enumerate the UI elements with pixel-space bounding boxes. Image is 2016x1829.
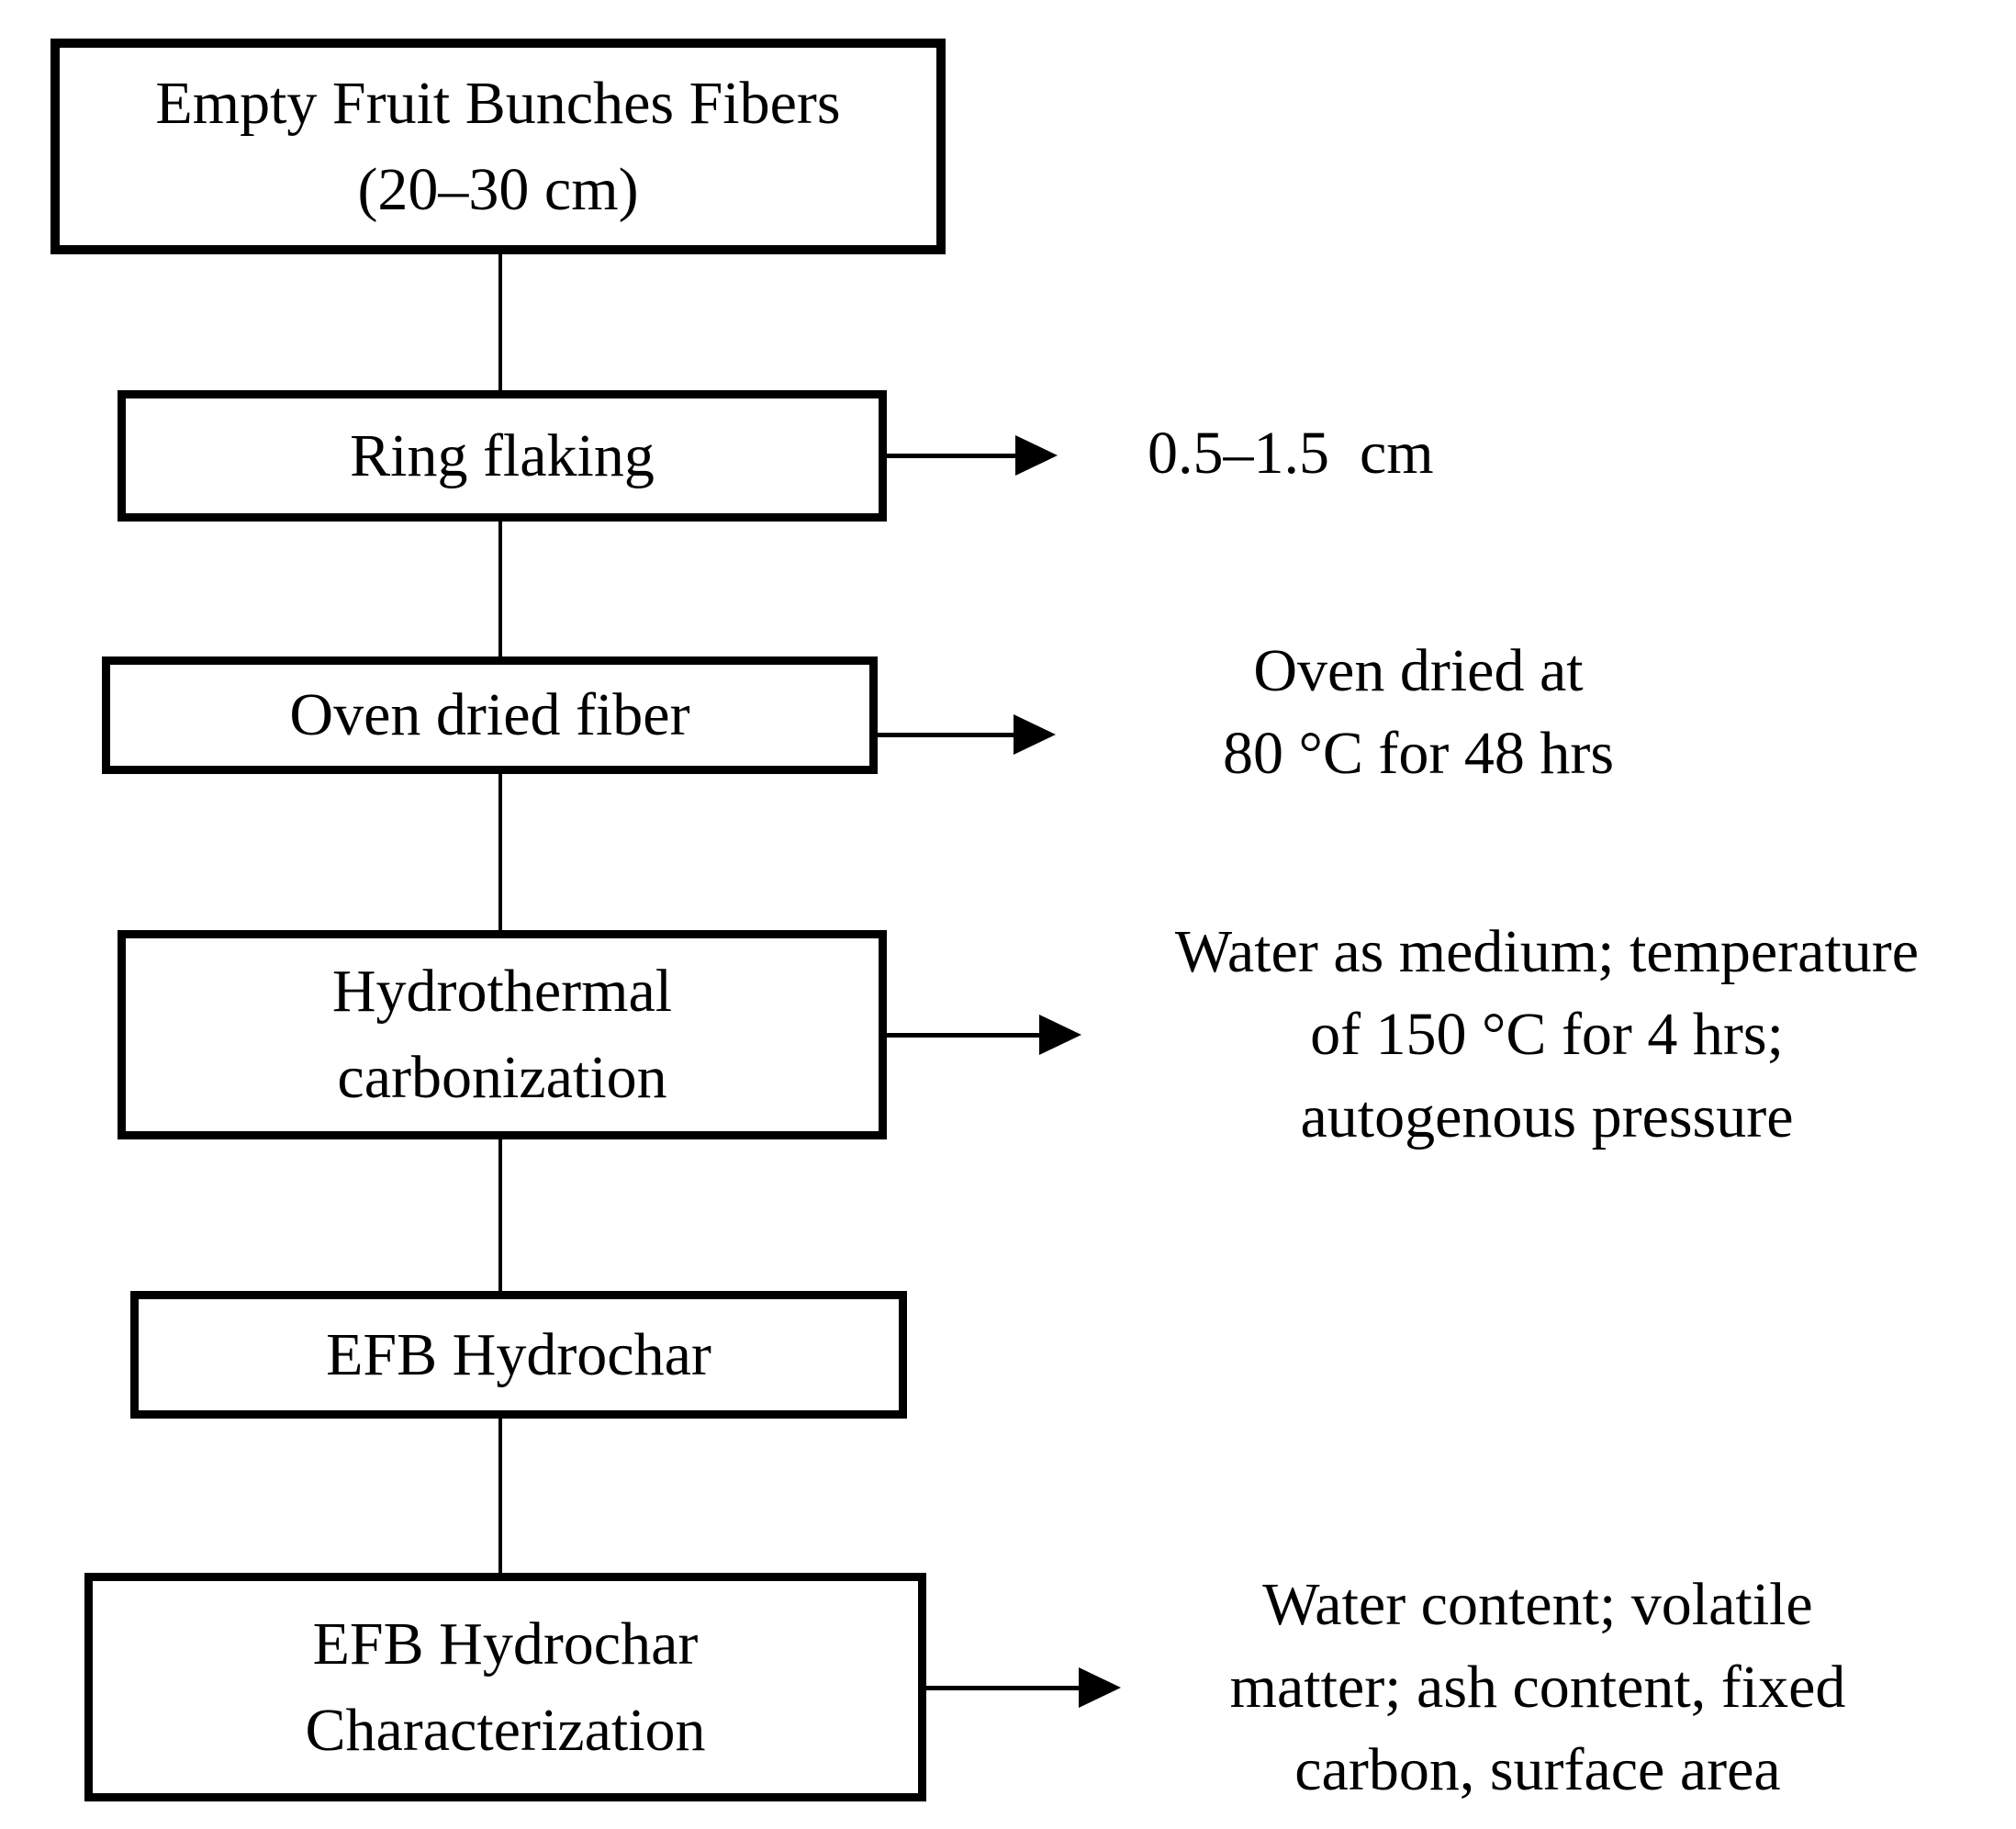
annotation-oven-dried-fiber: Oven dried at 80 °C for 48 hrs — [1222, 637, 1615, 787]
flow-node-oven-dried-fiber-label: Oven dried fiber — [289, 681, 690, 749]
flow-node-efb-hydrochar-characterization-label: EFB Hydrochar Characterization — [305, 1610, 706, 1764]
connector-line-2 — [498, 517, 502, 661]
connector-line-4 — [498, 1135, 502, 1296]
flow-node-hydrothermal-carbonization: Hydrothermal carbonization — [118, 930, 887, 1139]
arrow-line — [926, 1685, 1079, 1690]
annotation-characterization: Water content; volatile matter; ash cont… — [1229, 1571, 1846, 1803]
flow-node-hydrothermal-carbonization-label: Hydrothermal carbonization — [331, 958, 673, 1111]
arrow-characterization — [926, 1667, 1121, 1708]
arrow-right-icon — [1039, 1015, 1081, 1055]
flow-node-efb-fibers: Empty Fruit Bunches Fibers (20–30 cm) — [50, 39, 946, 254]
flow-node-efb-hydrochar-characterization: EFB Hydrochar Characterization — [84, 1573, 926, 1801]
arrow-hydrothermal-carbonization — [887, 1015, 1081, 1055]
arrow-line — [887, 1032, 1039, 1038]
arrow-right-icon — [1015, 435, 1058, 476]
flow-node-efb-fibers-label: Empty Fruit Bunches Fibers (20–30 cm) — [155, 69, 841, 223]
arrow-line — [887, 453, 1015, 458]
arrow-right-icon — [1079, 1667, 1121, 1708]
connector-line-3 — [498, 765, 502, 935]
annotation-ring-flaking: 0.5–1.5 cm — [1148, 420, 1434, 487]
flow-node-ring-flaking: Ring flaking — [118, 390, 887, 522]
arrow-line — [878, 732, 1014, 737]
flow-node-efb-hydrochar: EFB Hydrochar — [130, 1291, 907, 1419]
connector-line-5 — [498, 1414, 502, 1577]
flow-node-oven-dried-fiber: Oven dried fiber — [102, 656, 878, 774]
arrow-oven-dried-fiber — [878, 714, 1056, 755]
connector-line-1 — [498, 250, 502, 395]
flow-node-efb-hydrochar-label: EFB Hydrochar — [326, 1320, 711, 1388]
flow-node-ring-flaking-label: Ring flaking — [350, 421, 655, 489]
arrow-right-icon — [1014, 714, 1056, 755]
arrow-ring-flaking — [887, 435, 1058, 476]
annotation-hydrothermal-carbonization: Water as medium; temperature of 150 °C f… — [1174, 918, 1920, 1150]
